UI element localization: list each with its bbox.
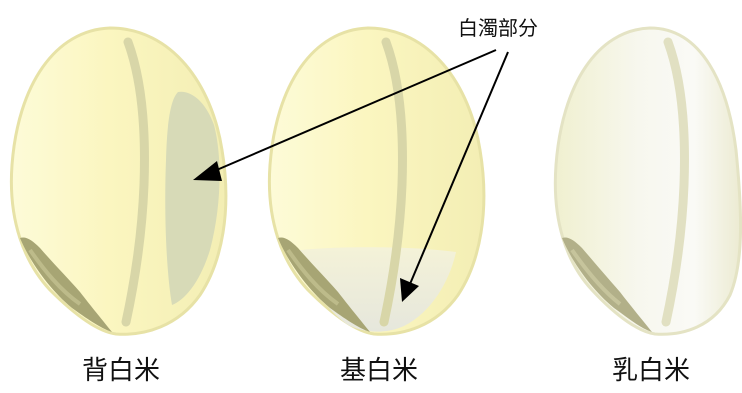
grain-base-white <box>269 28 483 334</box>
grain-label-milky: 乳白米 <box>612 350 690 387</box>
grain-label-base: 基白米 <box>340 350 418 387</box>
callout-label: 白濁部分 <box>458 12 538 41</box>
grain-label-back: 背白米 <box>82 350 160 387</box>
grain-milky-white <box>555 28 740 334</box>
grain-back-white <box>11 28 225 334</box>
